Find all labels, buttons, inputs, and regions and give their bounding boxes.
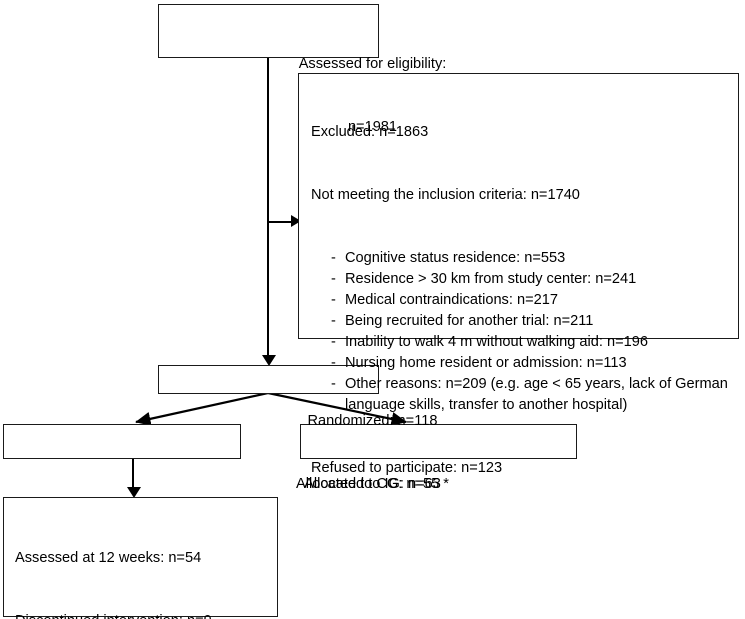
reason-item: -Nursing home resident or admission: n=1… (311, 353, 731, 374)
reason-item: -Being recruited for another trial: n=21… (311, 311, 731, 332)
bullet-dash-icon: - (331, 250, 336, 266)
assessed12-line-2: Discontinued intervention: n=9 (15, 611, 270, 619)
reason-item: -Medical contraindications: n=217 (311, 290, 731, 311)
reason-item: -Other reasons: n=209 (e.g. age < 65 yea… (311, 374, 731, 416)
assessed-for-eligibility-box (158, 4, 379, 58)
randomized-label: Randomized: n=118 (307, 413, 438, 429)
randomized-text: Randomized: n=118 (0, 369, 745, 474)
bullet-dash-icon: - (331, 334, 336, 350)
reason-item: -Residence > 30 km from study center: n=… (311, 269, 731, 290)
reason-label: Inability to walk 4 m without walking ai… (345, 334, 648, 350)
reason-label: Other reasons: n=209 (e.g. age < 65 year… (345, 376, 732, 413)
reason-label: Nursing home resident or admission: n=11… (345, 355, 627, 371)
allocated-to-cg-text: Allocated to CG: n=55 * (0, 432, 745, 537)
arrowhead-to-excluded-icon (291, 215, 301, 227)
connector-to-excluded (267, 221, 293, 223)
allocated-to-cg-box (300, 424, 577, 459)
bullet-dash-icon: - (331, 292, 336, 308)
connector-assessed-to-randomized (267, 58, 269, 359)
randomized-box (158, 365, 379, 394)
arrowhead-to-randomized-icon (261, 355, 276, 366)
assessed-for-eligibility-text: Assessed for eligibility: n=1981 (0, 12, 745, 180)
allocation-split-connectors (135, 391, 407, 426)
excluded-footer: Refused to participate: n=123 (311, 460, 503, 476)
assessed-at-12-weeks-text: Assessed at 12 weeks: n=54 Discontinued … (15, 506, 270, 619)
reason-item: -Cognitive status residence: n=553 (311, 248, 731, 269)
excluded-text: Excluded: n=1863 Not meeting the inclusi… (311, 80, 731, 521)
reason-label: Cognitive status residence: n=553 (345, 250, 566, 266)
assessed12-line-1: Assessed at 12 weeks: n=54 (15, 550, 202, 566)
allocated-to-ig-text: Allocated to IG: n=63 (0, 432, 745, 537)
excluded-reason-list: -Cognitive status residence: n=553-Resid… (311, 248, 731, 416)
reason-label: Being recruited for another trial: n=211 (345, 313, 594, 329)
allocated-ig-label: Allocated to IG: n=63 (304, 476, 441, 492)
assessed-at-12-weeks-box (3, 497, 278, 617)
bullet-dash-icon: - (331, 376, 336, 392)
reason-label: Residence > 30 km from study center: n=2… (345, 271, 637, 287)
bullet-dash-icon: - (331, 271, 336, 287)
reason-label: Medical contraindications: n=217 (345, 292, 558, 308)
allocated-cg-label: Allocated to CG: n=55 * (296, 476, 449, 492)
arrowhead-to-assessment-icon (126, 487, 141, 498)
excluded-box (298, 73, 739, 339)
assessed-line-1: Assessed for eligibility: (298, 56, 447, 72)
connector-ig-to-assessment (132, 459, 134, 489)
excluded-subheading: Not meeting the inclusion criteria: n=17… (311, 187, 580, 203)
bullet-dash-icon: - (331, 313, 336, 329)
allocated-to-ig-box (3, 424, 241, 459)
reason-item: -Inability to walk 4 m without walking a… (311, 332, 731, 353)
assessed-line-2: n=1981 (347, 119, 398, 135)
excluded-heading: Excluded: n=1863 (311, 124, 429, 140)
bullet-dash-icon: - (331, 355, 336, 371)
